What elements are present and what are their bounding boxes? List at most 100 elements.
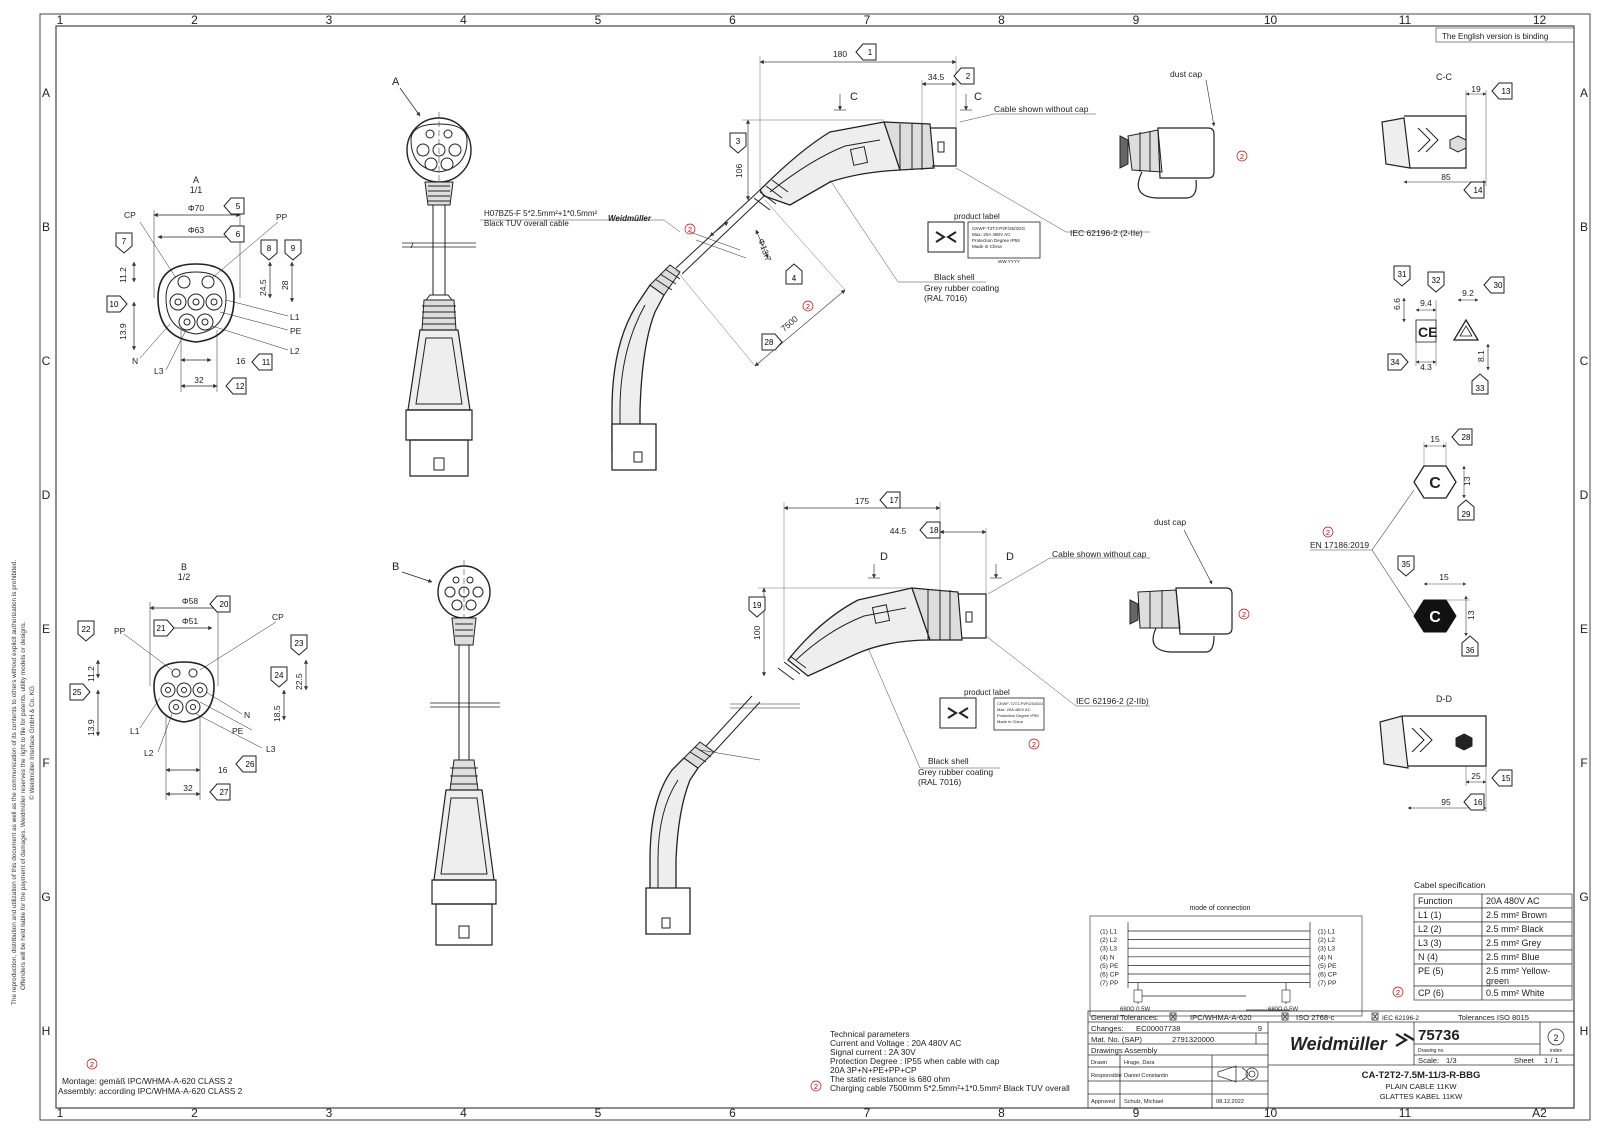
connection-right-pins: (1) L1(2) L2(3) L3(4) N(5) PE(6) CP(7) P… [1318, 929, 1337, 988]
svg-text:Made in China: Made in China [997, 719, 1024, 724]
front-view-a: A [392, 76, 476, 477]
front-view-b: B [392, 560, 500, 946]
svg-text:8: 8 [267, 244, 272, 253]
side-view-a-labels: 180 34.5 106 Φ13.7 7500 C C Cable shown … [484, 49, 1143, 334]
dim-16: 16 [236, 356, 246, 366]
svg-text:36: 36 [1466, 646, 1475, 655]
dim-11-2: 11.2 [118, 267, 128, 283]
approved-value: Schulz, Michael [1124, 1099, 1163, 1105]
cable-spec-row: L1 (1)2.5 mm² Brown [1413, 907, 1573, 923]
section-d-d-labels: 25 95 [1441, 771, 1481, 807]
dim-6-6: 6.6 [1392, 298, 1402, 310]
note-cable-spec-1: H07BZ5-F 5*2.5mm²+1*0.5mm² [484, 209, 597, 218]
grid-col-bottom: 2 [191, 1106, 198, 1120]
tolerance-iso: Tolerances ISO 8015 [1458, 1013, 1529, 1022]
grid-col-top: 6 [729, 13, 736, 27]
callout-marker-13: 13 [1491, 82, 1513, 100]
dim-phi51: Φ51 [182, 616, 199, 626]
dim-100: 100 [752, 626, 762, 640]
svg-text:27: 27 [220, 788, 229, 797]
cable-spec-row: N (4) 2.5 mm² Blue [1413, 949, 1573, 965]
callout-marker-19: 19 [748, 596, 766, 618]
dim-11-2-b: 11.2 [86, 666, 96, 682]
tech-title: Technical parameters [830, 1029, 910, 1039]
cable-spec-cell: 2.5 mm² Yellow-green [1486, 966, 1550, 986]
svg-text:32: 32 [1432, 276, 1441, 285]
svg-text:CE: CE [1418, 324, 1437, 340]
callout-marker-30: 30 [1483, 276, 1505, 294]
cable-spec-cell: N (4) [1418, 952, 1438, 962]
callout-marker-33: 33 [1471, 373, 1489, 395]
connection-pin-right: (7) PP [1318, 980, 1336, 987]
cable-spec-row: CP (6)0.5 mm² White [1413, 985, 1573, 1001]
en-standard-label: EN 17186:2019 [1310, 540, 1369, 550]
grid-col-top: 9 [1133, 13, 1140, 27]
tolerance-2: ISO 2768-c [1296, 1013, 1335, 1022]
connection-pin-right: (3) L3 [1318, 946, 1335, 953]
svg-text:Protection Degree IP55: Protection Degree IP55 [972, 238, 1020, 243]
dim-phi-13-7: Φ13.7 [756, 237, 773, 263]
montage-line-2: Assembly: according IPC/WHMA-A-620 CLASS… [58, 1086, 243, 1096]
pin-pp: PP [276, 212, 288, 222]
grid-row-right: G [1579, 890, 1588, 904]
side-view-b-dims [758, 502, 1150, 769]
pin-pe: PE [290, 326, 302, 336]
svg-text:Protection Degree IP55: Protection Degree IP55 [997, 713, 1039, 718]
dust-cap-label-a: dust cap [1170, 69, 1202, 79]
pin-pp-b: PP [114, 626, 126, 636]
svg-text:6: 6 [236, 230, 241, 239]
product-label-box-b: CKWF-T2T2-PI/F/25/3GG Max: 20A 480V AC P… [939, 697, 1045, 731]
callout-marker-7: 7 [115, 232, 133, 254]
svg-text:2: 2 [1396, 988, 1400, 997]
product-label-box-a: CKWF-T2T2-PI/F/25/3GG Max: 20A 480V AC P… [927, 221, 1041, 264]
dim-106: 106 [734, 164, 744, 178]
callout-marker-18: 18 [919, 521, 941, 539]
resistor-right: 680Ω 0.5W [1268, 1007, 1299, 1013]
callout-marker-27: 27 [209, 783, 231, 801]
svg-text:2: 2 [688, 225, 692, 234]
montage-line-1: Montage: gemäß IPC/WHMA-A-620 CLASS 2 [62, 1076, 233, 1086]
tolerance-3: IEC 62196-2 [1382, 1015, 1419, 1022]
svg-text:2: 2 [966, 72, 971, 81]
dim-85: 85 [1441, 172, 1451, 182]
svg-text:5: 5 [236, 202, 241, 211]
callout-marker-28-hex: 28 [1451, 428, 1473, 446]
callout-marker-3: 3 [729, 132, 747, 154]
cable-spec-cell: L3 (3) [1418, 938, 1442, 948]
grid-col-top: 2 [191, 13, 198, 27]
section-c-right: C [974, 91, 982, 103]
revision-markers: 2 2 2 2 2 2 2 2 2 [86, 150, 1404, 1092]
grid-row-left: C [42, 354, 51, 368]
montage-note: Montage: gemäß IPC/WHMA-A-620 CLASS 2 As… [58, 1076, 243, 1096]
svg-text:7: 7 [122, 237, 127, 246]
dim-13-9: 13.9 [118, 323, 128, 340]
scale-label: Scale: [1418, 1056, 1439, 1065]
svg-text:1: 1 [868, 48, 873, 57]
callout-marker-12: 12 [225, 377, 247, 395]
marking-labels: 6.6 9.4 9.2 4.3 8.1 [1392, 288, 1486, 372]
grid-row-left: A [42, 86, 50, 100]
cable-spec-cell: 2.5 mm² Blue [1486, 952, 1540, 962]
description-1: PLAIN CABLE 11KW [1385, 1082, 1457, 1091]
svg-text:15: 15 [1502, 774, 1511, 783]
grid-row-left: G [41, 890, 50, 904]
cable-spec-title: Cabel specification [1414, 880, 1486, 890]
side-view-a-dims [480, 56, 1150, 367]
dim-18-5: 18.5 [272, 705, 282, 722]
front-view-b-label: B [392, 561, 399, 573]
side-view-a [611, 121, 957, 471]
cable-spec-cell: CP (6) [1418, 988, 1444, 998]
connection-pin-left: (3) L3 [1100, 946, 1117, 953]
side-notice-line-3: © Weidmüller Interface GmbH & Co. KG [28, 686, 36, 800]
svg-text:22: 22 [82, 625, 91, 634]
svg-text:3: 3 [736, 137, 741, 146]
callout-marker-6: 6 [223, 225, 245, 243]
drawn-label: Drawn [1091, 1060, 1107, 1066]
sheet-label: Sheet [1514, 1056, 1535, 1065]
callout-marker-15: 15 [1491, 769, 1513, 787]
svg-text:CKWF-T2T2-PI/F/25/3GG: CKWF-T2T2-PI/F/25/3GG [997, 701, 1043, 706]
mat-no-label: Mat. No. (SAP) [1091, 1035, 1143, 1044]
callout-marker-20: 20 [209, 595, 231, 613]
section-c-c-labels: 19 85 [1441, 84, 1481, 182]
hex-c-letter-top: C [1429, 475, 1441, 492]
